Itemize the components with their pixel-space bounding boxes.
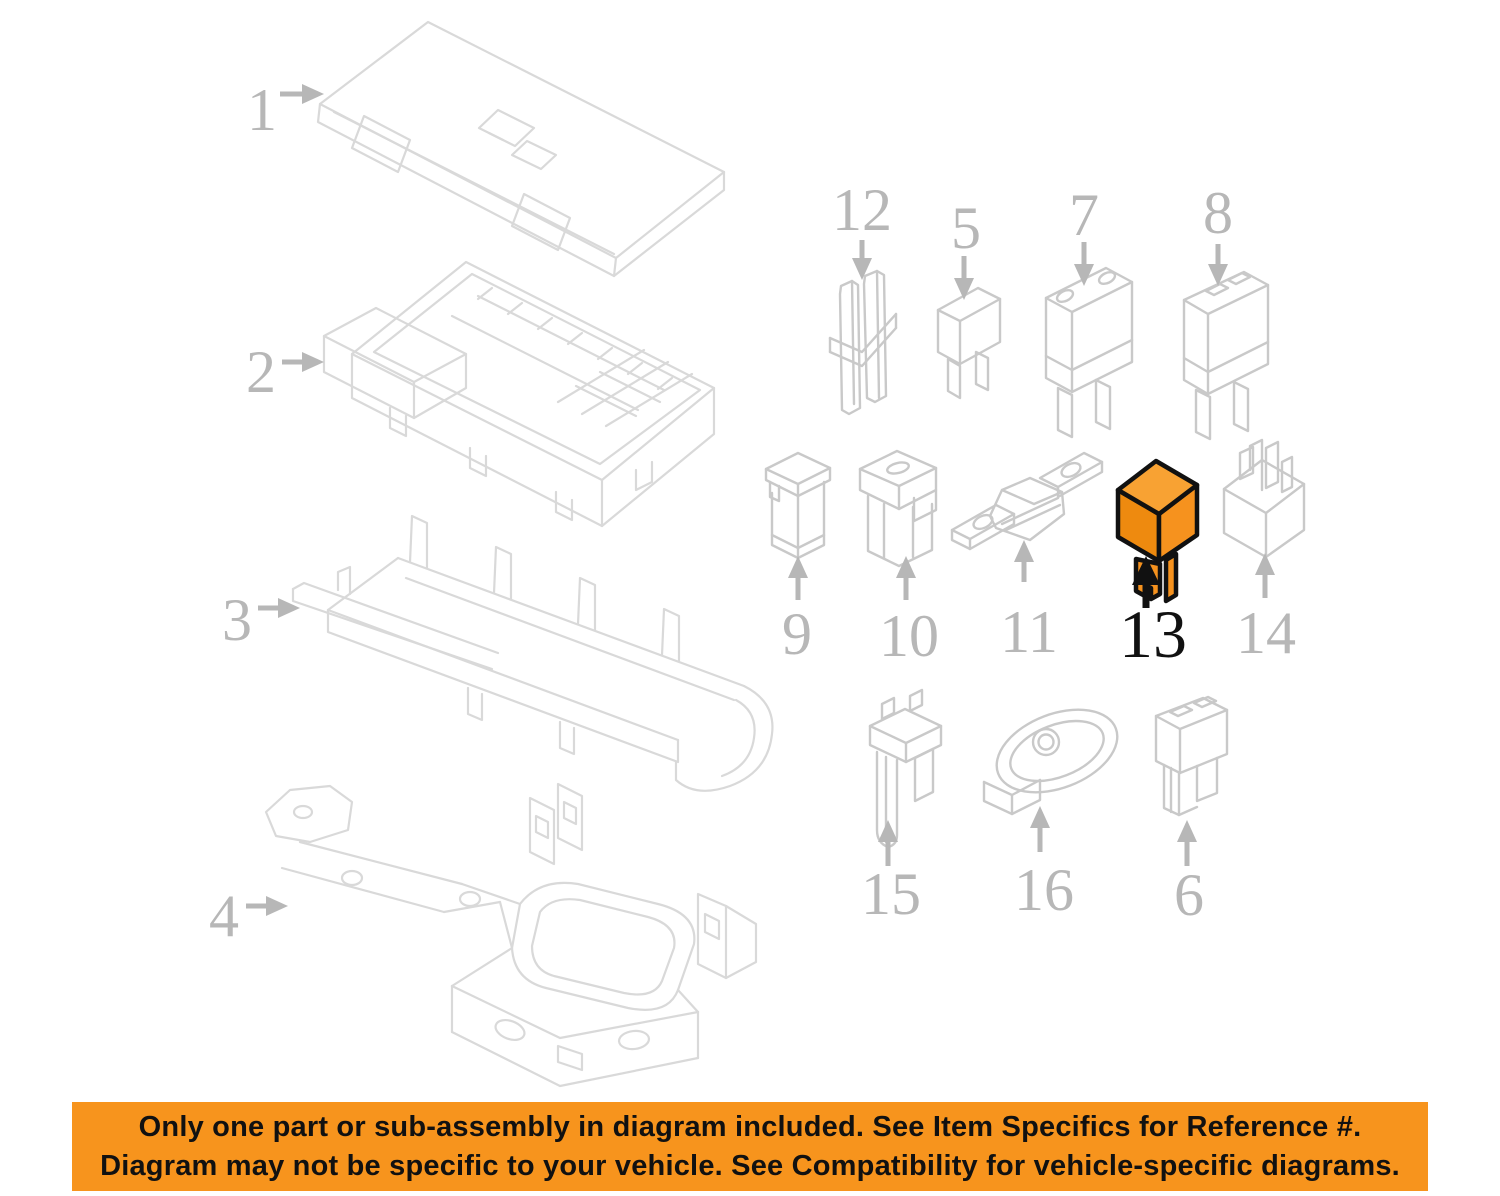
part-7-arrow [1074, 242, 1094, 286]
part-5-mini-fuse [936, 286, 1002, 400]
part-3-fuse-box-lower-tray [291, 514, 774, 792]
part-6-low-profile-fuse [1154, 695, 1229, 817]
part-1-fuse-box-cover [316, 20, 726, 278]
part-15-label: 15 [861, 861, 921, 927]
part-12-fuse-puller [828, 269, 898, 416]
part-13-label: 13 [1119, 596, 1187, 672]
part-16-label: 16 [1014, 857, 1074, 923]
part-4-label: 4 [209, 883, 239, 949]
part-4-mounting-bracket [264, 782, 758, 1088]
part-1-arrow [280, 84, 324, 104]
part-12-arrow [852, 240, 872, 280]
part-15-circuit-breaker [868, 688, 943, 849]
part-5-arrow [954, 256, 974, 300]
part-2-fuse-box [322, 260, 716, 528]
part-2-label: 2 [246, 339, 276, 405]
part-8-label: 8 [1203, 180, 1233, 246]
part-9-label: 9 [782, 601, 812, 667]
part-7-label: 7 [1069, 182, 1099, 248]
part-11-arrow [1014, 540, 1034, 582]
part-4-arrow [246, 896, 288, 916]
part-1-label: 1 [247, 77, 277, 143]
part-7-maxi-fuse [1044, 266, 1134, 439]
part-3-label: 3 [222, 587, 252, 653]
part-3-arrow [258, 598, 300, 618]
part-16-arrow [1030, 806, 1050, 852]
part-10-label: 10 [879, 603, 939, 669]
part-6-arrow [1177, 820, 1197, 866]
part-8-maxi-fuse [1182, 270, 1270, 441]
part-14-label: 14 [1236, 600, 1296, 666]
disclaimer-line-1: Only one part or sub-assembly in diagram… [138, 1111, 1362, 1143]
part-9-cartridge-fuse [764, 451, 832, 560]
part-16-flasher [982, 708, 1119, 816]
part-14-arrow [1255, 553, 1275, 598]
part-15-arrow [878, 820, 898, 866]
part-12-label: 12 [832, 177, 892, 243]
part-8-arrow [1208, 244, 1228, 286]
part-14-relay [1222, 438, 1306, 559]
disclaimer-line-2: Diagram may not be specific to your vehi… [100, 1150, 1400, 1182]
part-9-arrow [788, 556, 808, 600]
part-6-label: 6 [1174, 862, 1204, 928]
part-2-arrow [282, 352, 324, 372]
part-10-cartridge-fuse [858, 449, 938, 568]
part-13-relay-highlighted [1115, 458, 1200, 604]
part-11-midi-fuse [950, 451, 1104, 551]
part-13-arrow [1132, 556, 1160, 608]
part-11-label: 11 [1000, 599, 1058, 665]
part-5-label: 5 [951, 195, 981, 261]
part-10-arrow [896, 556, 916, 600]
disclaimer-banner: Only one part or sub-assembly in diagram… [72, 1102, 1428, 1191]
